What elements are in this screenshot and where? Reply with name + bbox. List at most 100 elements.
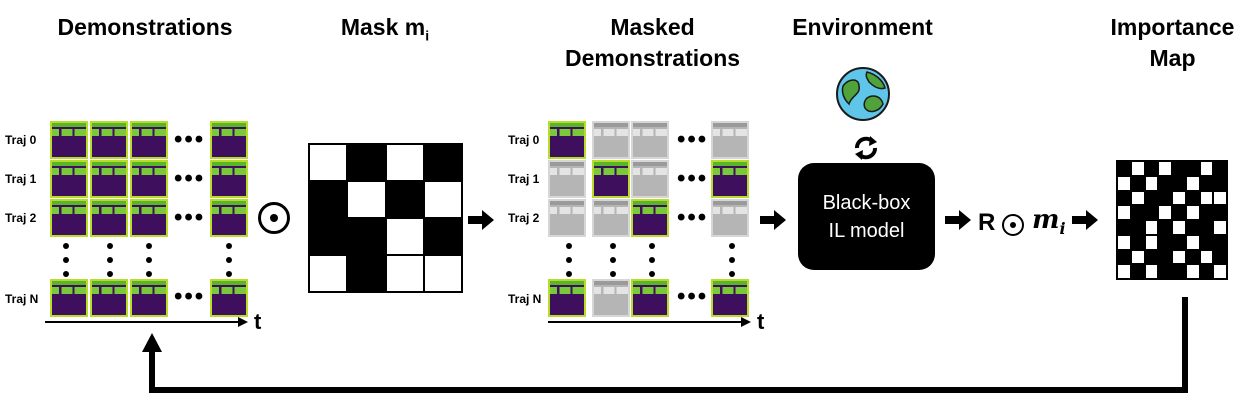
hadamard-product-icon: [1002, 214, 1024, 236]
grid-cell-white: [1213, 190, 1227, 206]
horizontal-ellipsis: •••: [174, 283, 206, 310]
grid-cell-black: [1172, 264, 1186, 279]
game-frame: [210, 160, 248, 198]
horizontal-ellipsis: •••: [677, 126, 709, 153]
vertical-ellipsis: [566, 243, 572, 285]
grid-cell-white: [1117, 205, 1131, 220]
grid-cell-black: [1199, 234, 1214, 250]
traj-label: Traj N: [5, 292, 39, 306]
arrow-right-icon: [468, 210, 494, 230]
time-axis-arrowhead: [238, 317, 248, 327]
grid-cell-black: [347, 218, 386, 255]
grid-cell-black: [1117, 220, 1131, 235]
game-frame: [210, 279, 248, 317]
mask-header: Mask mi: [320, 12, 450, 52]
grid-cell-white: [423, 181, 462, 218]
grid-cell-black: [1172, 234, 1186, 250]
grid-cell-white: [385, 255, 424, 292]
game-frame: [130, 121, 168, 159]
masked-game-frame: [592, 121, 630, 159]
grid-cell-black: [1199, 220, 1214, 235]
vertical-ellipsis: [146, 243, 152, 285]
traj-label: Traj 2: [5, 211, 37, 225]
masked-game-frame: [592, 279, 630, 317]
masked-game-frame: [548, 160, 586, 198]
grid-cell-white: [1117, 264, 1131, 279]
mask-symbol: mi: [1032, 205, 1066, 238]
grid-cell-black: [1144, 190, 1159, 206]
reward-symbol: R: [978, 209, 996, 236]
mask-symbol-m: m: [1032, 205, 1060, 235]
feedback-arrow: [149, 297, 1188, 393]
importance-header-line1: Importance: [1110, 14, 1235, 40]
grid-cell-black: [1117, 161, 1131, 176]
mask-header-text: Mask m: [340, 14, 426, 40]
grid-cell-white: [1117, 234, 1131, 250]
environment-header: Environment: [792, 14, 933, 40]
vertical-ellipsis: [649, 243, 655, 285]
grid-cell-black: [1144, 249, 1159, 265]
grid-cell-white: [1185, 205, 1200, 220]
grid-cell-black: [347, 144, 386, 181]
grid-cell-white: [347, 181, 386, 218]
grid-cell-black: [1172, 175, 1186, 191]
arrow-right-icon: [760, 210, 786, 230]
vertical-ellipsis: [610, 243, 616, 285]
game-frame: [130, 199, 168, 237]
grid-cell-black: [1158, 249, 1172, 265]
horizontal-ellipsis: •••: [677, 204, 709, 231]
game-frame: [90, 279, 128, 317]
masked-game-frame: [592, 199, 630, 237]
grid-cell-white: [309, 255, 348, 292]
grid-cell-white: [1172, 220, 1186, 235]
grid-cell-white: [1158, 205, 1172, 220]
demonstrations-header: Demonstrations: [57, 14, 233, 40]
importance-header-line2: Map: [1149, 45, 1196, 71]
game-frame: [130, 279, 168, 317]
grid-cell-black: [309, 181, 348, 218]
grid-cell-black: [1117, 249, 1131, 265]
grid-cell-black: [1158, 234, 1172, 250]
grid-cell-white: [1144, 234, 1159, 250]
grid-cell-black: [1185, 249, 1200, 265]
traj-label: Traj 2: [508, 211, 540, 225]
cycle-icon: [852, 134, 880, 162]
masked-game-frame: [631, 121, 669, 159]
grid-cell-white: [1213, 264, 1227, 279]
grid-cell-black: [1130, 205, 1145, 220]
grid-cell-white: [423, 255, 462, 292]
grid-cell-black: [1213, 161, 1227, 176]
grid-cell-black: [1130, 175, 1145, 191]
grid-cell-white: [1130, 249, 1145, 265]
grid-cell-white: [1172, 190, 1186, 206]
horizontal-ellipsis: •••: [174, 126, 206, 153]
grid-cell-black: [1185, 161, 1200, 176]
traj-label: Traj 1: [508, 172, 540, 186]
game-frame: [711, 160, 749, 198]
game-frame: [210, 121, 248, 159]
masked-game-frame: [711, 121, 749, 159]
grid-cell-white: [1199, 161, 1214, 176]
time-axis-arrowhead: [741, 317, 751, 327]
grid-cell-black: [1130, 220, 1145, 235]
vertical-ellipsis: [107, 243, 113, 285]
arrow-right-icon: [1072, 210, 1098, 230]
grid-cell-black: [1130, 264, 1145, 279]
grid-cell-black: [1199, 205, 1214, 220]
globe-icon: [833, 64, 893, 124]
mask-grid: [308, 143, 463, 293]
grid-cell-black: [1213, 249, 1227, 265]
grid-cell-black: [1172, 161, 1186, 176]
grid-cell-black: [1199, 175, 1214, 191]
masked-header-line1: Masked: [610, 14, 695, 40]
traj-label: Traj N: [508, 292, 542, 306]
masked-demonstrations-header: Masked Demonstrations: [545, 12, 760, 74]
grid-cell-white: [1213, 220, 1227, 235]
grid-cell-black: [1158, 220, 1172, 235]
black-box-il-model: Black-box IL model: [798, 163, 935, 270]
horizontal-ellipsis: •••: [677, 165, 709, 192]
grid-cell-black: [309, 218, 348, 255]
feedback-arrowhead: [142, 333, 162, 352]
game-frame: [592, 160, 630, 198]
grid-cell-white: [1185, 175, 1200, 191]
